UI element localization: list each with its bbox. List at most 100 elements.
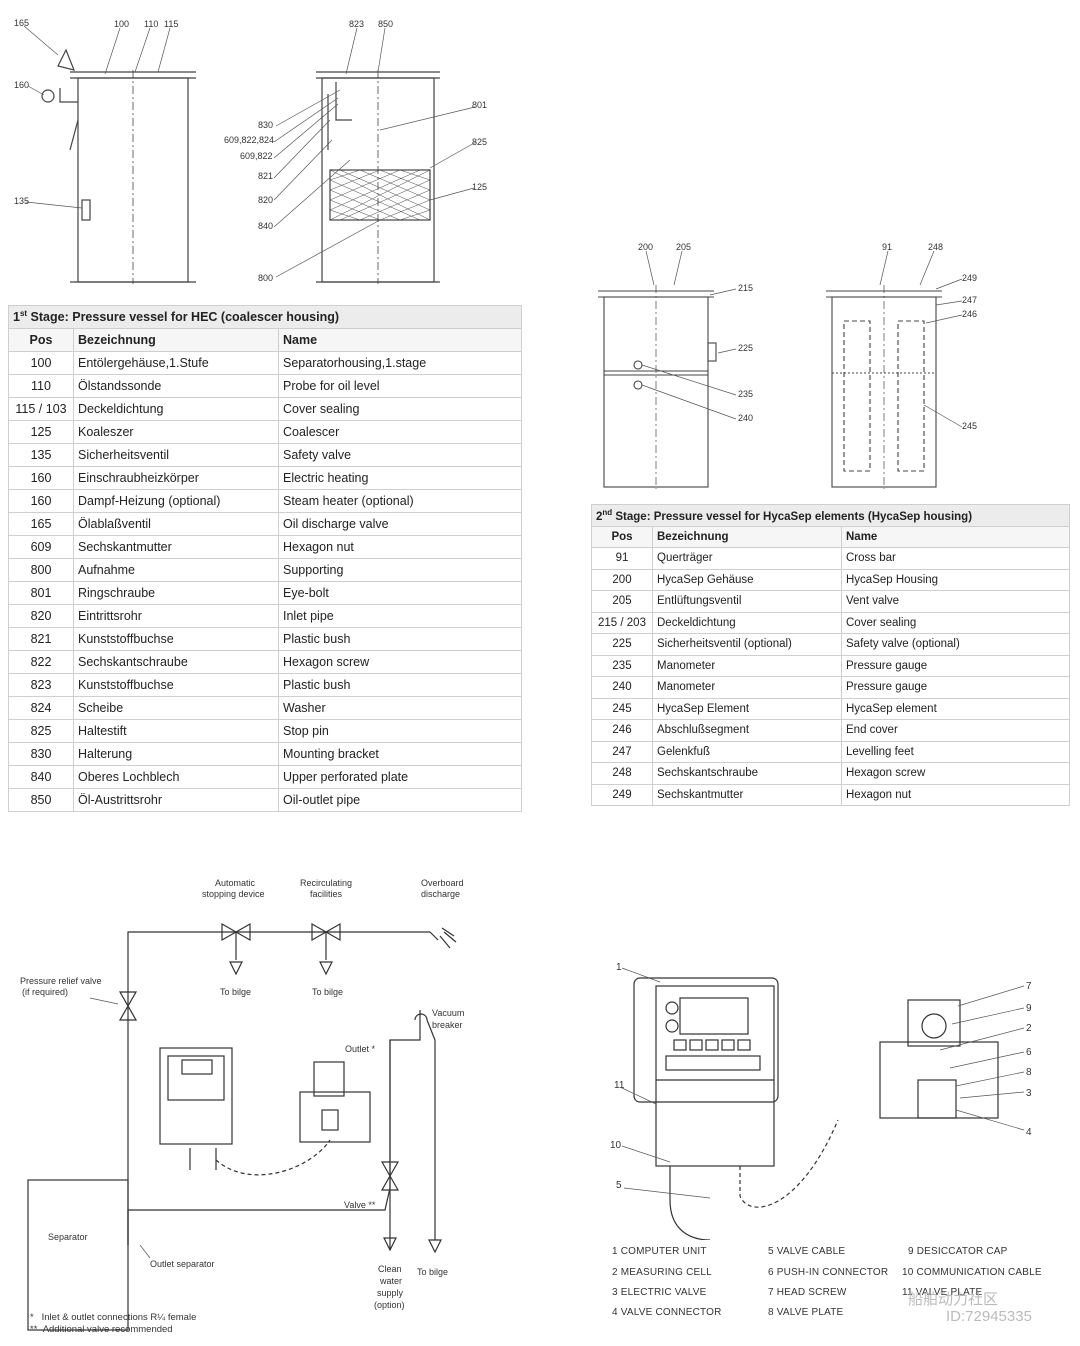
footnote-2: ** Additional valve recommended bbox=[30, 1324, 173, 1335]
cell-pos: 247 bbox=[591, 740, 653, 763]
cell-bezeichnung: Haltestift bbox=[73, 719, 279, 743]
legend-item: 11 VALVE PLATE bbox=[902, 1287, 983, 1298]
cell-name: Hexagon screw bbox=[278, 650, 522, 674]
cell-pos: 115 / 103 bbox=[8, 397, 74, 421]
cell-pos: 830 bbox=[8, 742, 74, 766]
callout-200: 200 bbox=[638, 242, 653, 252]
cell-name: Mounting bracket bbox=[278, 742, 522, 766]
cell-name: Vent valve bbox=[841, 590, 1070, 613]
callout-3: 3 bbox=[1026, 1088, 1032, 1099]
cell-bezeichnung: Koaleszer bbox=[73, 420, 279, 444]
stage1-parts-table: 1st Stage: Pressure vessel for HEC (coal… bbox=[8, 305, 522, 812]
callout-246: 246 bbox=[962, 309, 977, 319]
callout-249: 249 bbox=[962, 273, 977, 283]
label-discharge: discharge bbox=[421, 889, 460, 899]
callout-225: 225 bbox=[738, 343, 753, 353]
cell-bezeichnung: Ölablaßventil bbox=[73, 512, 279, 536]
callout-8: 8 bbox=[1026, 1067, 1032, 1078]
cell-bezeichnung: Gelenkfuß bbox=[652, 740, 842, 763]
cell-pos: 235 bbox=[591, 654, 653, 677]
callout-160: 160 bbox=[14, 80, 29, 90]
cell-pos: 125 bbox=[8, 420, 74, 444]
callout-2: 2 bbox=[1026, 1023, 1032, 1034]
stage2-table-title: 2nd Stage: Pressure vessel for HycaSep e… bbox=[591, 504, 1070, 527]
stage1-table-title: 1st Stage: Pressure vessel for HEC (coal… bbox=[8, 305, 522, 329]
callout-115: 115 bbox=[164, 19, 178, 29]
cell-bezeichnung: Manometer bbox=[652, 654, 842, 677]
cell-pos: 823 bbox=[8, 673, 74, 697]
cell-bezeichnung: Ölstandssonde bbox=[73, 374, 279, 398]
cell-name: HycaSep element bbox=[841, 697, 1070, 720]
cell-pos: 801 bbox=[8, 581, 74, 605]
cell-pos: 820 bbox=[8, 604, 74, 628]
cell-pos: 825 bbox=[8, 719, 74, 743]
footnote-1: * Inlet & outlet connections R¼ female bbox=[30, 1312, 197, 1323]
callout-125: 125 bbox=[472, 182, 487, 192]
callout-6: 6 bbox=[1026, 1047, 1032, 1058]
cell-bezeichnung: Sicherheitsventil (optional) bbox=[652, 633, 842, 656]
cell-name: Separatorhousing,1.stage bbox=[278, 351, 522, 375]
callout-235: 235 bbox=[738, 389, 753, 399]
cell-bezeichnung: Entölergehäuse,1.Stufe bbox=[73, 351, 279, 375]
cell-pos: 100 bbox=[8, 351, 74, 375]
device-assembly-drawing: 1 11 10 5 7 9 2 6 8 3 4 bbox=[610, 962, 1032, 1240]
callout-5: 5 bbox=[616, 1180, 622, 1191]
cell-bezeichnung: Deckeldichtung bbox=[652, 611, 842, 634]
cell-bezeichnung: Kunststoffbuchse bbox=[73, 627, 279, 651]
legend-item: 10 COMMUNICATION CABLE bbox=[902, 1267, 1042, 1278]
cell-pos: 110 bbox=[8, 374, 74, 398]
cell-name: Electric heating bbox=[278, 466, 522, 490]
cell-name: Supporting bbox=[278, 558, 522, 582]
cell-bezeichnung: Öl-Austrittsrohr bbox=[73, 788, 279, 812]
installation-flow-schematic: Automatic stopping device Recirculating … bbox=[20, 878, 464, 1331]
cell-name: Cover sealing bbox=[841, 611, 1070, 634]
cell-pos: 609 bbox=[8, 535, 74, 559]
cell-bezeichnung: Dampf-Heizung (optional) bbox=[73, 489, 279, 513]
legend-item: 4 VALVE CONNECTOR bbox=[612, 1307, 722, 1318]
legend-item: 6 PUSH-IN CONNECTOR bbox=[768, 1267, 889, 1278]
cell-name: Upper perforated plate bbox=[278, 765, 522, 789]
callout-801: 801 bbox=[472, 100, 487, 110]
cell-bezeichnung: Ringschraube bbox=[73, 581, 279, 605]
legend-item: 1 COMPUTER UNIT bbox=[612, 1246, 707, 1257]
callout-9: 9 bbox=[1026, 1003, 1032, 1014]
col-name-header: Name bbox=[278, 328, 522, 352]
callout-850: 850 bbox=[378, 19, 393, 29]
callout-245: 245 bbox=[962, 421, 977, 431]
legend-item: 9 DESICCATOR CAP bbox=[908, 1246, 1008, 1257]
callout-247: 247 bbox=[962, 295, 977, 305]
cell-name: Hexagon nut bbox=[841, 783, 1070, 806]
legend-item: 7 HEAD SCREW bbox=[768, 1287, 847, 1298]
cell-name: Pressure gauge bbox=[841, 654, 1070, 677]
label-pressure-relief: Pressure relief valve bbox=[20, 976, 102, 986]
label-if-required: (if required) bbox=[22, 987, 68, 997]
callout-4: 4 bbox=[1026, 1127, 1032, 1138]
col-name-header: Name bbox=[841, 525, 1070, 548]
label-option: (option) bbox=[374, 1300, 405, 1310]
label-valve: Valve ** bbox=[344, 1200, 376, 1210]
callout-1: 1 bbox=[616, 962, 622, 973]
cell-name: HycaSep Housing bbox=[841, 568, 1070, 591]
cell-pos: 215 / 203 bbox=[591, 611, 653, 634]
cell-bezeichnung: Halterung bbox=[73, 742, 279, 766]
label-breaker: breaker bbox=[432, 1020, 463, 1030]
callout-240: 240 bbox=[738, 413, 753, 423]
cell-pos: 249 bbox=[591, 783, 653, 806]
cell-pos: 91 bbox=[591, 547, 653, 570]
label-water: water bbox=[379, 1276, 402, 1286]
cell-name: Cover sealing bbox=[278, 397, 522, 421]
cell-pos: 205 bbox=[591, 590, 653, 613]
cell-name: Washer bbox=[278, 696, 522, 720]
